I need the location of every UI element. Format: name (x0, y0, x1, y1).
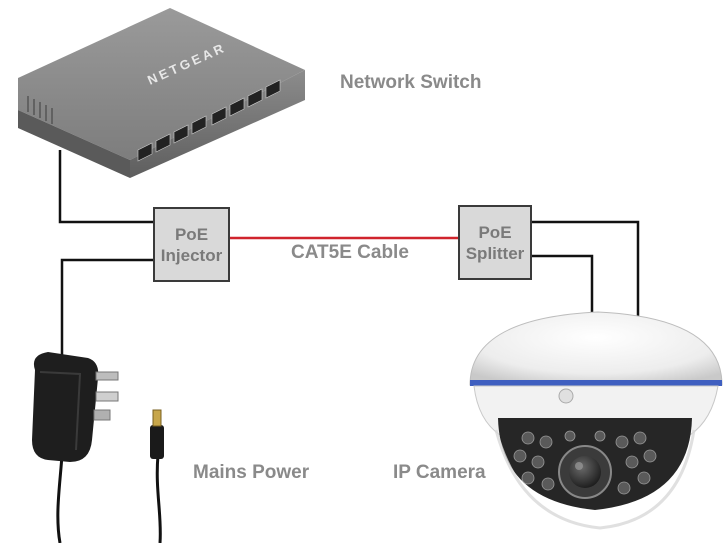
power-to-injector-wire (60, 258, 153, 358)
network-switch-label: Network Switch (340, 72, 482, 93)
cat5e-cable-label: CAT5E Cable (291, 242, 409, 263)
camera-ir-leds (513, 430, 657, 495)
camera-blue-ring (470, 380, 722, 386)
adapter-body (32, 352, 99, 462)
switch-side (18, 78, 130, 178)
splitter-to-camera-data-wire (532, 254, 594, 318)
adapter-prong-bottom (93, 409, 111, 421)
splitter-to-camera-power-wire (532, 220, 640, 322)
poe-splitter-line1: PoE (478, 222, 512, 242)
poe-splitter-box: PoE Splitter (458, 205, 532, 280)
network-switch-image: NETGEAR (18, 8, 305, 178)
poe-splitter-line2: Splitter (465, 243, 525, 263)
poe-injector-box: PoE Injector (153, 207, 230, 282)
poe-injector-line1: PoE (174, 224, 209, 244)
dc-plug-cable (155, 454, 162, 543)
ip-camera-image (469, 311, 723, 530)
switch-ports (137, 79, 281, 162)
camera-lens-glass (569, 456, 601, 488)
switch-top (18, 8, 305, 160)
dc-plug-body (150, 425, 164, 459)
dc-plug-tip (152, 409, 162, 427)
adapter-cable (56, 454, 64, 543)
poe-injector-line2: Injector (160, 245, 223, 265)
ip-camera-label: IP Camera (393, 462, 486, 483)
adapter-prong-top (95, 371, 119, 381)
switch-vents (27, 96, 53, 124)
power-adapter-image (32, 352, 164, 543)
adapter-prong-mid (95, 391, 119, 402)
mains-power-label: Mains Power (193, 462, 310, 483)
switch-to-injector-wire (58, 150, 153, 224)
camera-dome-top (469, 311, 723, 386)
wires (58, 150, 640, 358)
